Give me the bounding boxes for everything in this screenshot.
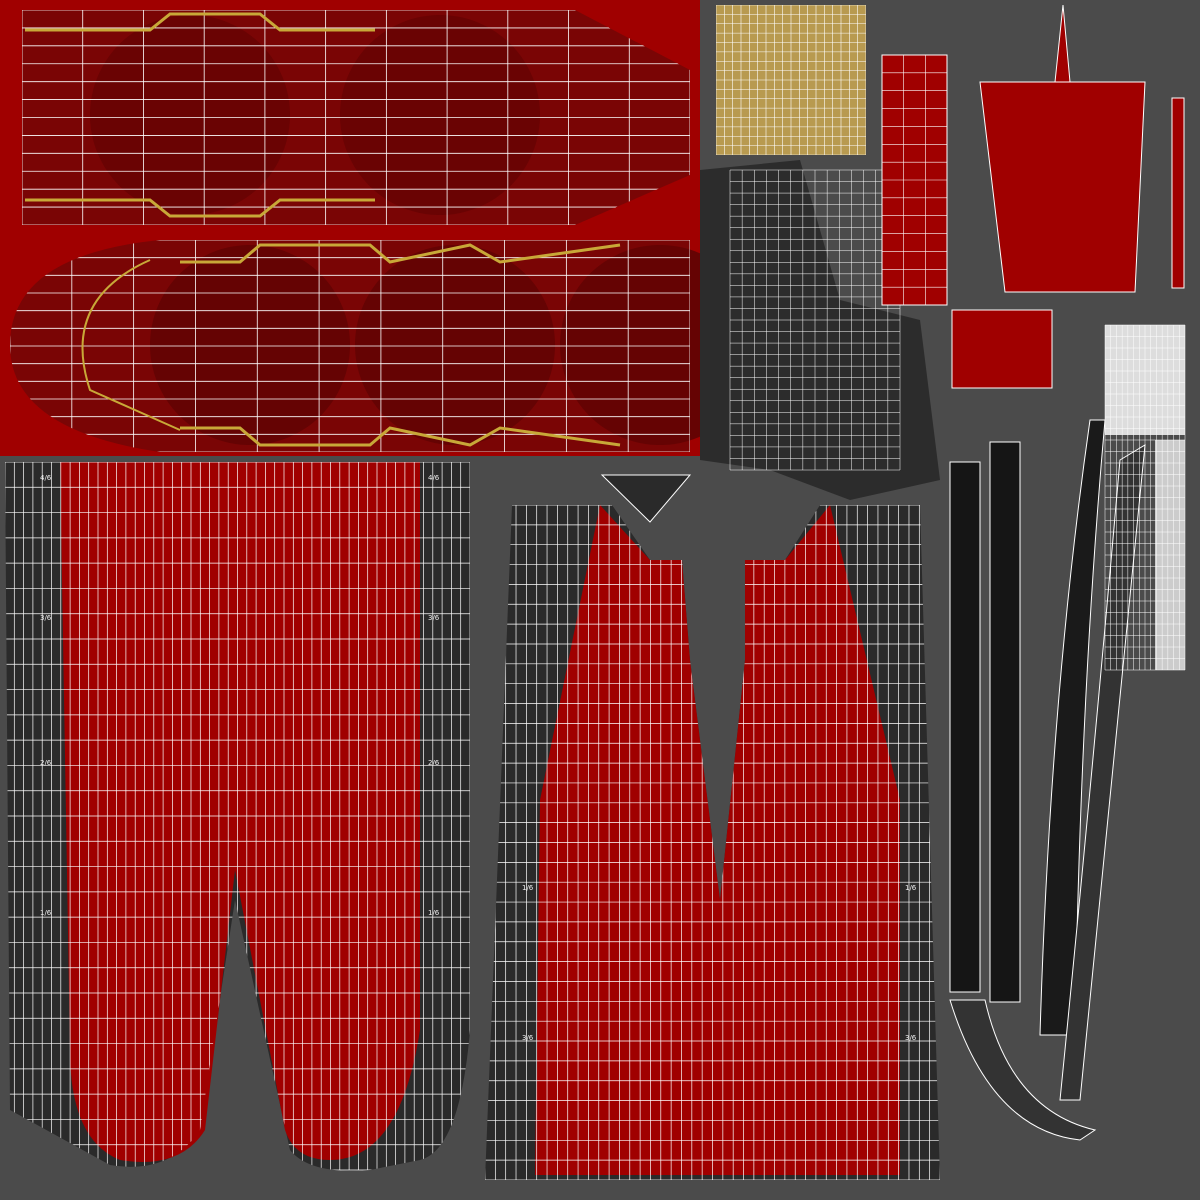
uv-island-top-cylinder <box>22 10 690 225</box>
seam-label: 2/6 <box>40 759 52 767</box>
seam-label: 3/6 <box>905 1034 917 1042</box>
uv-island-red-strips <box>881 4 1185 389</box>
seam-label: 3/6 <box>428 614 440 622</box>
seam-label: 1/6 <box>40 909 52 917</box>
seam-label: 4/6 <box>428 474 440 482</box>
uv-island-gold-panel <box>716 5 866 155</box>
seam-label: 3/6 <box>522 1034 534 1042</box>
seam-label: 2/6 <box>428 759 440 767</box>
seam-label: 3/6 <box>40 614 52 622</box>
uv-island-pants: 4/6 3/6 2/6 1/6 4/6 3/6 2/6 1/6 <box>5 462 470 1171</box>
seam-label: 1/6 <box>428 909 440 917</box>
uv-island-capsule <box>10 240 760 452</box>
seam-label: 1/6 <box>905 884 917 892</box>
seam-label: 1/6 <box>522 884 534 892</box>
uv-island-dark-strips <box>949 324 1186 1141</box>
seam-label: 4/6 <box>40 474 52 482</box>
uv-island-small-parts <box>700 160 940 500</box>
